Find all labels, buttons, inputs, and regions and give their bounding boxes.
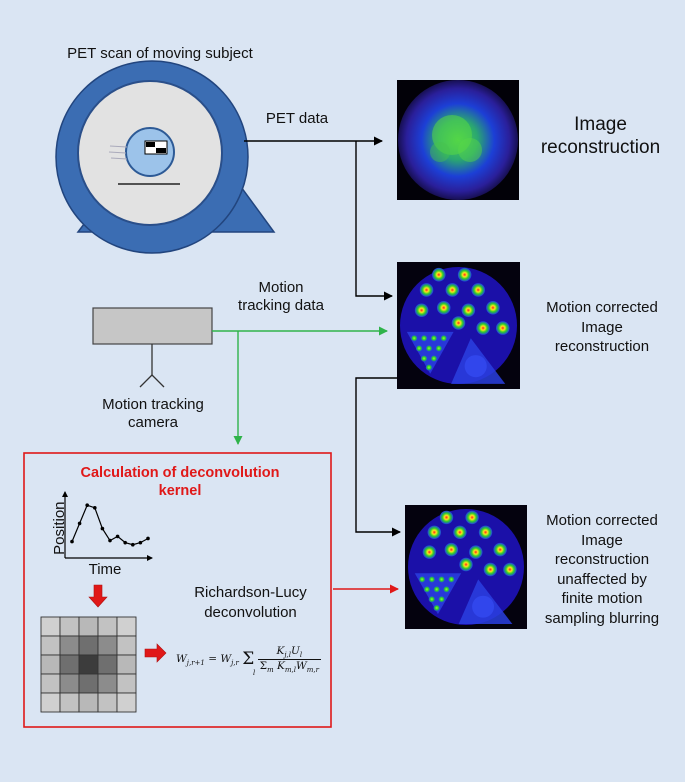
image-reconstruction-label: Image reconstruction [540, 114, 661, 159]
time-axis-label: Time [88, 561, 122, 578]
motion-tracking-camera-label: Motion tracking camera [102, 396, 204, 432]
kernel-cell [40, 635, 61, 656]
kernel-cell [78, 692, 99, 713]
richardson-lucy-formula: Wj,r+1 = Wj,r Σ Kj,lUl Σm Km,lWm,r l [176, 645, 321, 677]
kernel-cell [78, 654, 99, 675]
kernel-cell [40, 654, 61, 675]
trace-point [93, 506, 97, 510]
motion-tracking-data-label: Motion tracking data [238, 279, 324, 315]
pet-data-label: PET data [265, 110, 329, 127]
motion-corrected-unaffected-label: Motion corrected Image reconstruction un… [544, 512, 660, 627]
trace-point [146, 536, 150, 541]
trace-point [138, 540, 143, 545]
kernel-cell [116, 635, 137, 656]
kernel-cell [78, 635, 99, 656]
trace-point [70, 539, 74, 544]
pet-scanner-icon [55, 60, 276, 254]
motion-camera-icon [92, 307, 213, 388]
kernel-cell [78, 673, 99, 694]
blurred-reconstruction-image [397, 80, 519, 200]
kernel-cell [97, 692, 118, 713]
trace-point [115, 534, 120, 539]
trace-point [77, 521, 82, 526]
kernel-cell [97, 616, 118, 637]
motion-plot-icon [62, 491, 153, 561]
kernel-cell [59, 692, 80, 713]
pet-data-arrows [244, 136, 401, 537]
kernel-cell [116, 616, 137, 637]
trace-point [123, 540, 127, 545]
motion-corrected-unaffected-image [405, 505, 527, 629]
kernel-cell [116, 692, 137, 713]
motion-corrected-label: Motion corrected Image reconstruction [546, 299, 658, 355]
kernel-cell [40, 616, 61, 637]
motion-corrected-image [397, 262, 520, 389]
trace-point [108, 538, 112, 543]
scanner-title: PET scan of moving subject [67, 45, 253, 62]
kernel-title: Calculation of deconvolution kernel [80, 465, 280, 499]
position-axis-label: Position [50, 501, 68, 555]
kernel-cell [59, 635, 80, 656]
down-arrow-icon [88, 584, 108, 608]
kernel-cell [116, 654, 137, 675]
kernel-cell [97, 654, 118, 675]
kernel-cell [97, 635, 118, 656]
kernel-cell [59, 654, 80, 675]
kernel-cell [59, 616, 80, 637]
kernel-cell [40, 692, 61, 713]
trace-point [100, 526, 105, 531]
tracking-data-arrows [212, 326, 388, 445]
kernel-cell [40, 673, 61, 694]
trace-point [131, 542, 135, 547]
kernel-cell [59, 673, 80, 694]
kernel-cell [78, 616, 99, 637]
kernel-cell [116, 673, 137, 694]
kernel-cell [97, 673, 118, 694]
richardson-lucy-label: Richardson-Lucy deconvolution [194, 584, 307, 621]
right-block-arrow-icon [144, 643, 167, 663]
kernel-grid-icon [40, 616, 137, 713]
trace-point [85, 503, 89, 508]
